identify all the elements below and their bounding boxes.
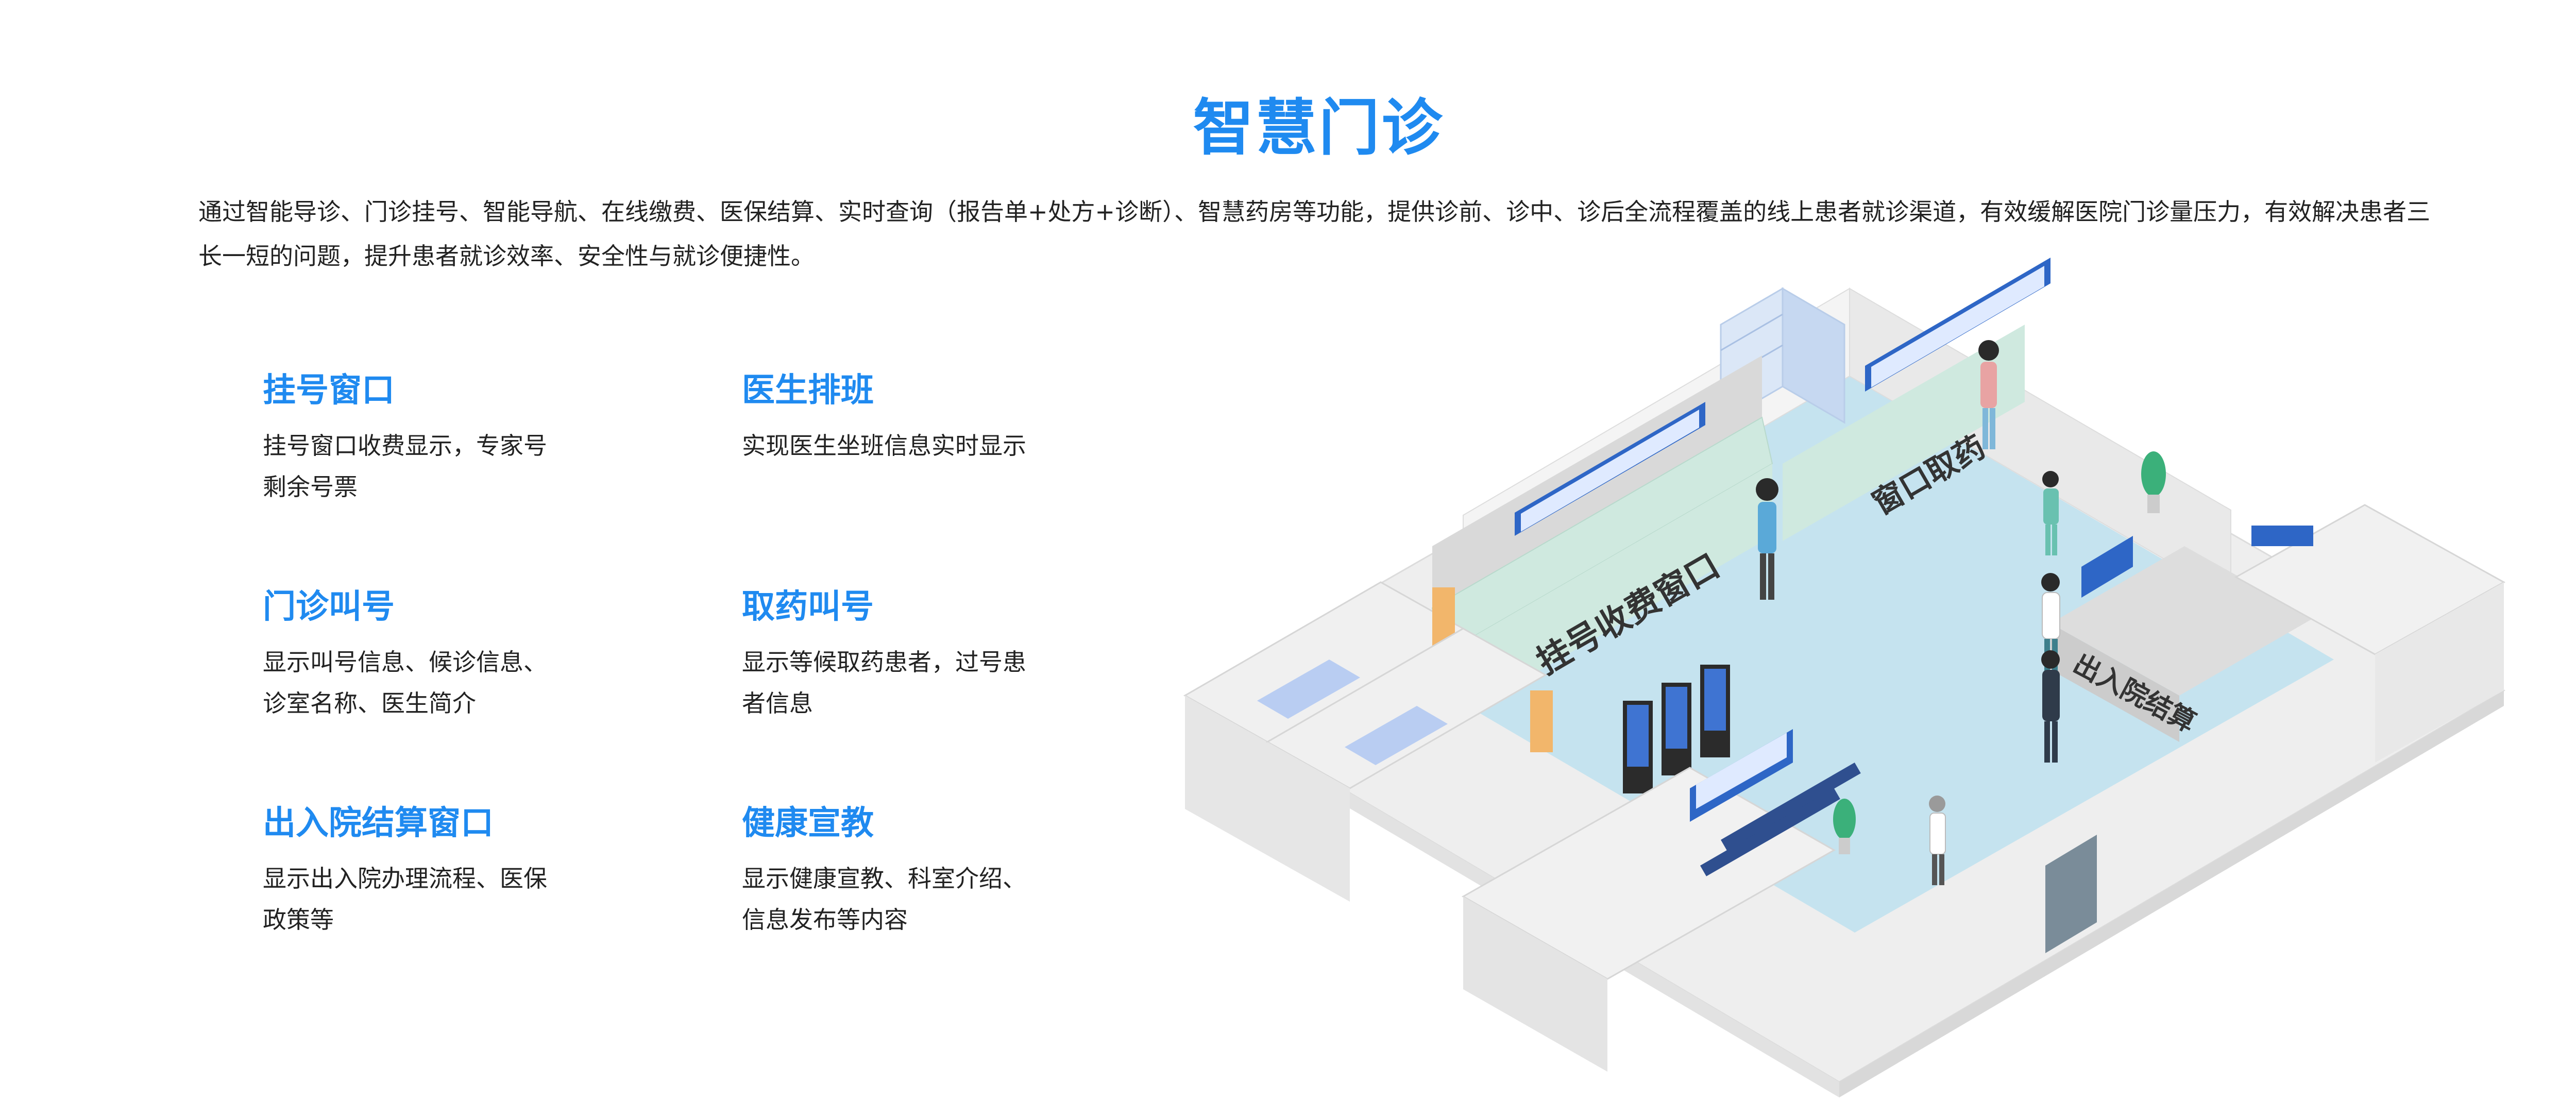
patient-figure [1978, 340, 1999, 449]
exit-doors [2045, 835, 2097, 953]
feature-desc-line: 显示健康宣教、科室介绍、 [742, 864, 1026, 892]
feature-desc-line: 实现医生坐班信息实时显示 [742, 431, 1026, 460]
feature-title: 门诊叫号 [263, 588, 395, 626]
feature-doctor-schedule: 医生排班 实现医生坐班信息实时显示 [742, 371, 1103, 466]
page-title: 智慧门诊 [1193, 92, 1445, 163]
feature-pharmacy-queue-call: 取药叫号 显示等候取药患者，过号患 者信息 [742, 587, 1103, 724]
feature-desc-line: 诊室名称、医生简介 [263, 689, 476, 717]
consultation-room-2 [1265, 628, 1553, 902]
feature-desc-line: 挂号窗口收费显示，专家号 [263, 431, 547, 460]
feature-desc-line: 者信息 [742, 689, 813, 717]
pharmacy-shelves [1720, 287, 1845, 424]
queue-display-kiosks [1623, 665, 1730, 793]
nurse-figure [2042, 471, 2059, 555]
hospital-isometric-illustration: 挂号收费窗口 窗口取药 出入院结算 [1183, 258, 2506, 1097]
consultation-room-1 [1183, 581, 1465, 855]
feature-health-education: 健康宣教 显示健康宣教、科室介绍、 信息发布等内容 [742, 804, 1103, 940]
visitor-figure [2041, 650, 2060, 763]
feature-desc-line: 政策等 [263, 905, 334, 934]
feature-title: 出入院结算窗口 [263, 804, 494, 842]
doctor-figure [1929, 796, 1946, 885]
feature-desc-line: 显示等候取药患者，过号患 [742, 648, 1026, 676]
feature-title: 取药叫号 [742, 588, 874, 626]
intro-paragraph: 通过智能导诊、门诊挂号、智能导航、在线缴费、医保结算、实时查询（报告单+处方+诊… [198, 198, 2431, 270]
feature-desc-line: 显示叫号信息、候诊信息、 [263, 648, 547, 676]
feature-desc-line: 剩余号票 [263, 472, 358, 501]
feature-title: 健康宣教 [742, 804, 874, 842]
plant-icon [1833, 799, 1856, 854]
feature-admission-settlement: 出入院结算窗口 显示出入院办理流程、医保 政策等 [263, 804, 623, 940]
feature-registration-window: 挂号窗口 挂号窗口收费显示，专家号 剩余号票 [263, 371, 623, 508]
feature-desc-line: 显示出入院办理流程、医保 [263, 864, 547, 892]
plant-icon [2141, 451, 2166, 513]
feature-clinic-queue-call: 门诊叫号 显示叫号信息、候诊信息、 诊室名称、医生简介 [263, 587, 623, 724]
feature-title: 医生排班 [742, 371, 874, 410]
feature-title: 挂号窗口 [263, 371, 395, 410]
building-side-right [1839, 690, 2504, 1097]
right-room [2234, 504, 2506, 763]
registration-counter: 挂号收费窗口 [1431, 356, 1773, 726]
waiting-area [1461, 729, 1861, 1072]
patient-figure [1756, 478, 1778, 600]
feature-desc-line: 信息发布等内容 [742, 905, 908, 934]
